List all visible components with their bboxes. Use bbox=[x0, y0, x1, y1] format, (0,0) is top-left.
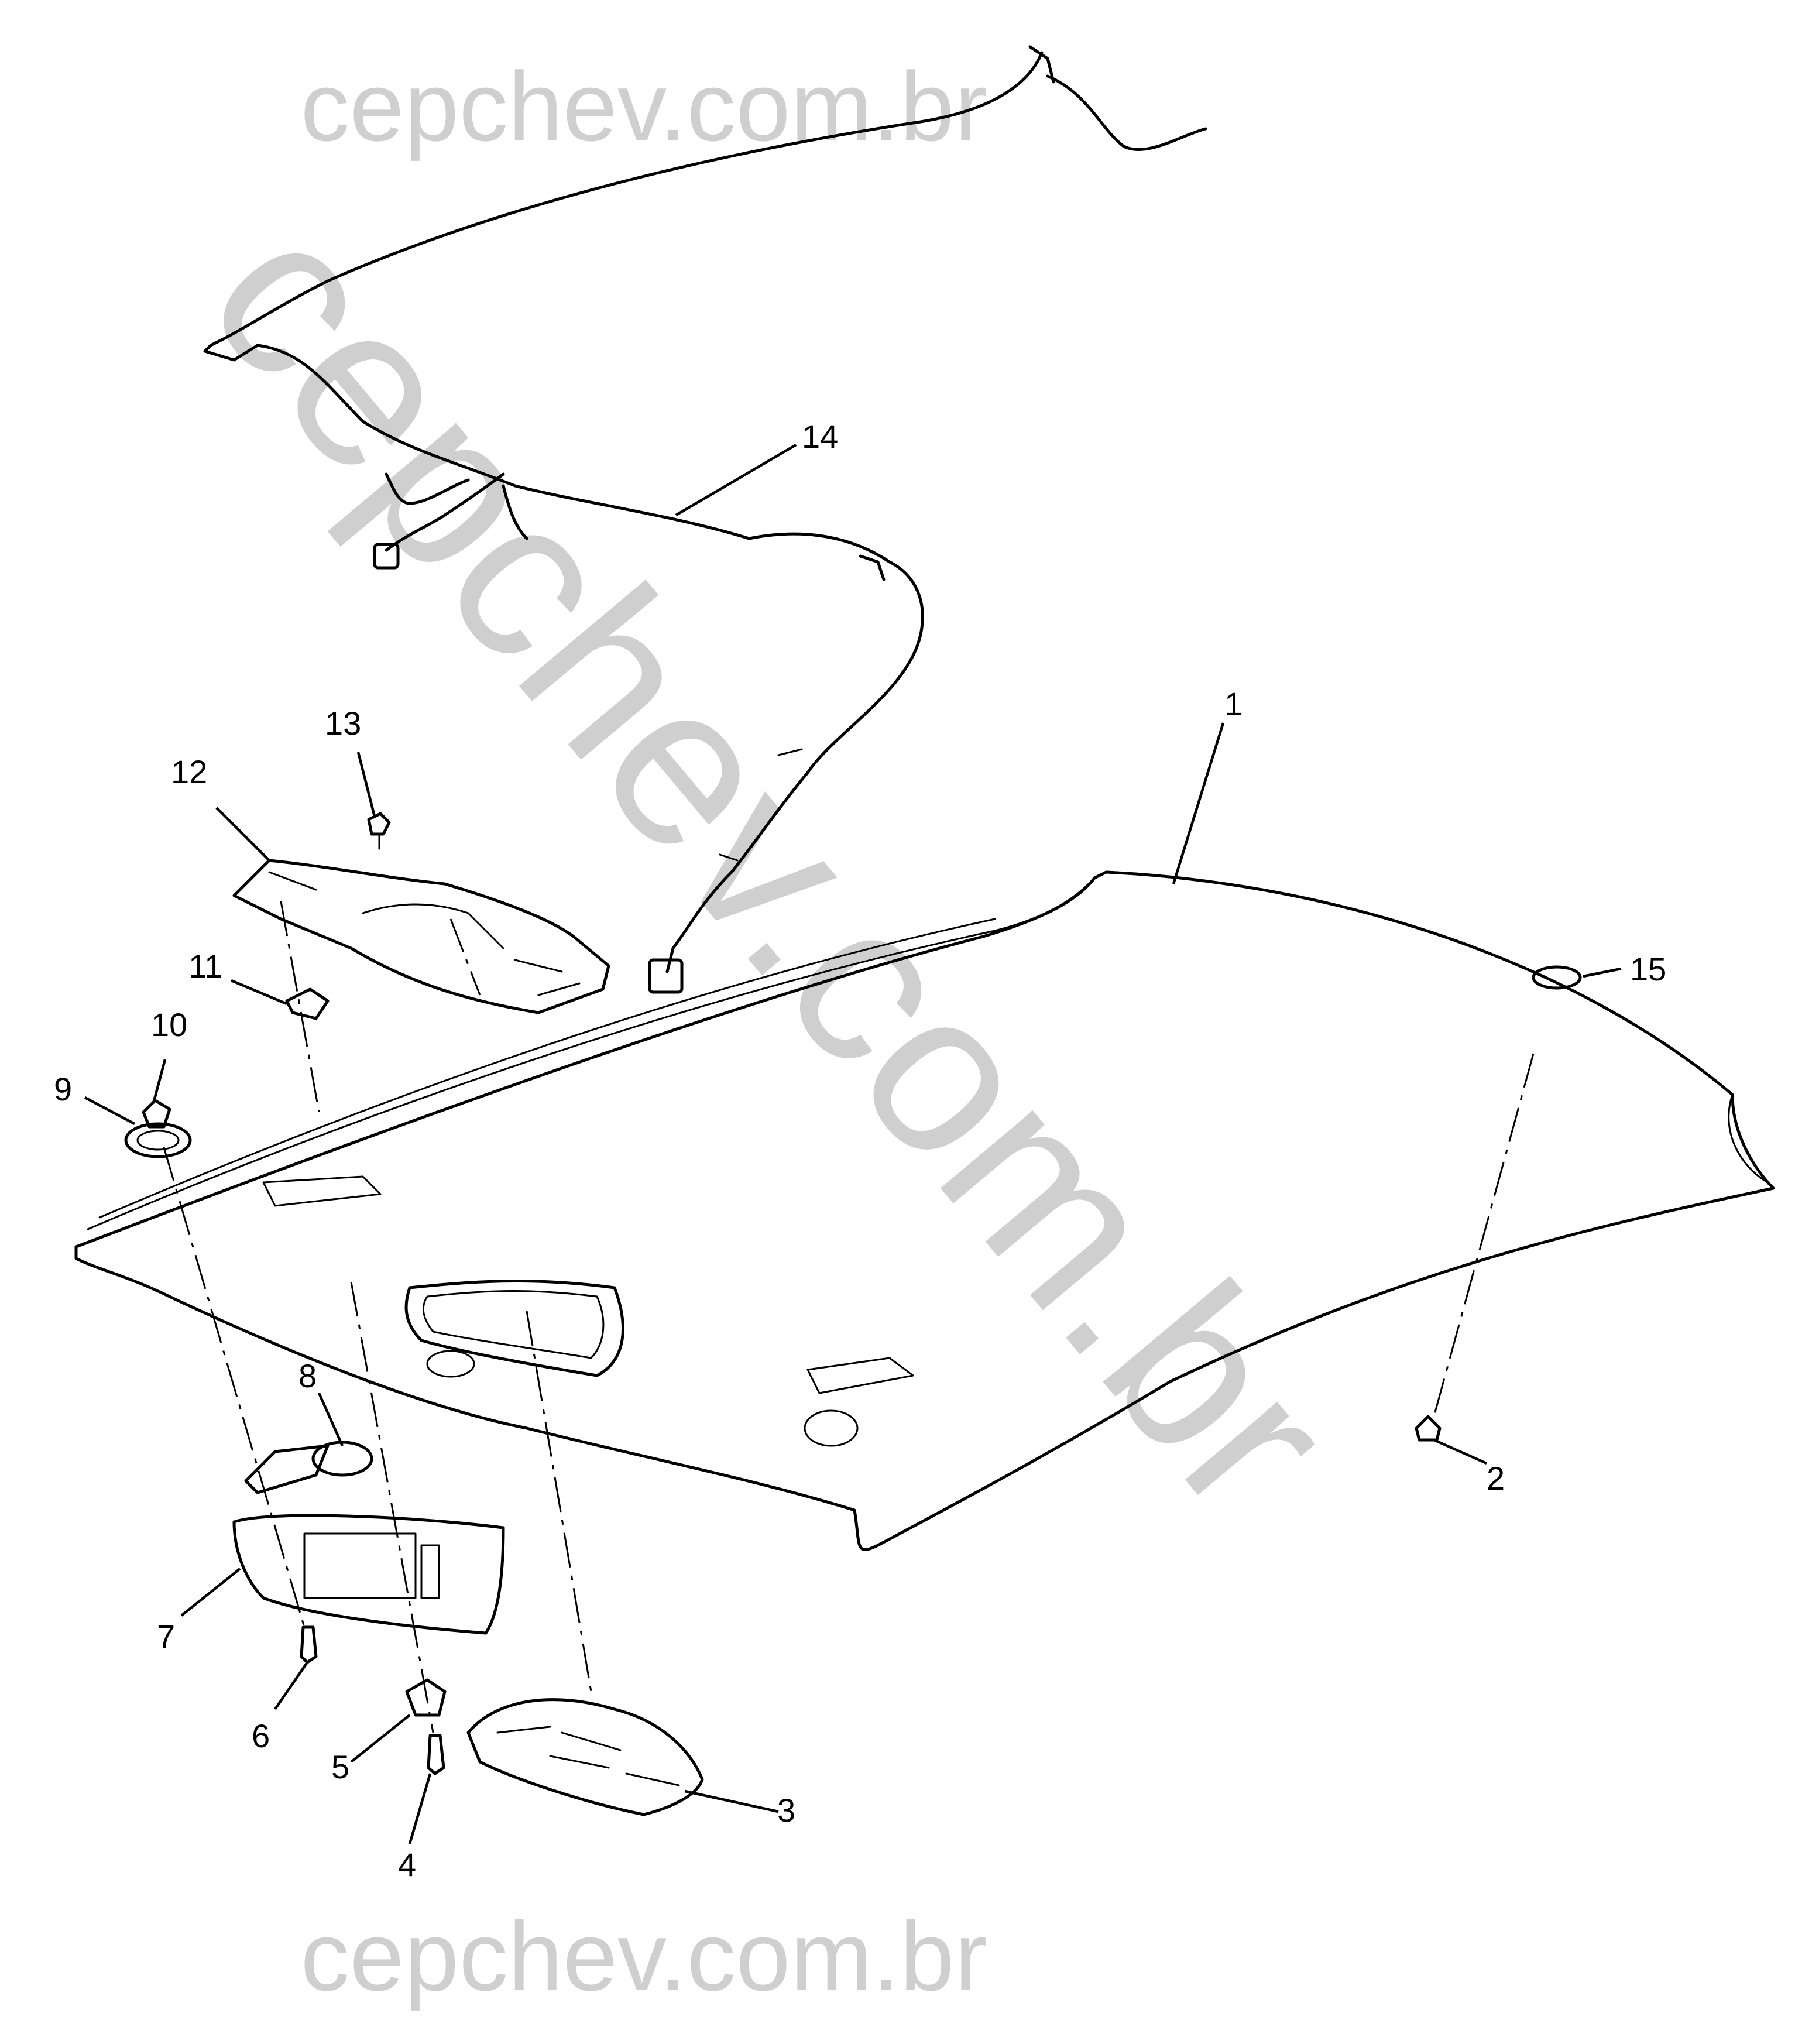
callout-4: 4 bbox=[398, 1846, 416, 1883]
callout-15: 15 bbox=[1630, 951, 1666, 987]
callout-9: 9 bbox=[54, 1071, 72, 1107]
assembly-lines bbox=[163, 901, 1535, 1733]
callout-labels: 1 2 3 4 5 6 7 8 9 10 11 12 13 14 15 bbox=[54, 418, 1666, 1883]
callout-14: 14 bbox=[802, 418, 838, 455]
clip-11 bbox=[285, 987, 330, 1020]
callout-12: 12 bbox=[171, 753, 207, 790]
callout-11: 11 bbox=[188, 948, 222, 985]
callout-8: 8 bbox=[298, 1357, 317, 1394]
callout-5: 5 bbox=[331, 1748, 349, 1785]
cover-8 bbox=[311, 1441, 373, 1477]
sun-visor bbox=[232, 1444, 505, 1635]
leader-lines bbox=[84, 444, 1622, 1844]
fastener-2 bbox=[1415, 1415, 1442, 1442]
screw-6 bbox=[300, 1625, 318, 1664]
callout-10: 10 bbox=[151, 1006, 187, 1043]
callout-2: 2 bbox=[1487, 1460, 1505, 1497]
watermark-diagonal: cepchev.com.br bbox=[161, 172, 1382, 1558]
watermark-bottom: cepchev.com.br bbox=[300, 1901, 987, 2011]
callout-7: 7 bbox=[157, 1618, 175, 1655]
retainer-9 bbox=[124, 1122, 192, 1158]
screw-4 bbox=[427, 1734, 445, 1775]
callout-13: 13 bbox=[325, 705, 361, 742]
callout-1: 1 bbox=[1224, 685, 1243, 722]
callout-6: 6 bbox=[252, 1717, 270, 1754]
watermark-top: cepchev.com.br bbox=[300, 52, 987, 162]
overhead-console bbox=[466, 1698, 704, 1816]
headliner-panel bbox=[74, 870, 1775, 1551]
grommet-15 bbox=[1532, 965, 1582, 990]
fastener-13 bbox=[367, 812, 391, 850]
roof-wiring-harness bbox=[203, 45, 1207, 994]
roof-console-bracket bbox=[232, 859, 610, 1014]
callout-3: 3 bbox=[777, 1792, 795, 1829]
bracket-5 bbox=[405, 1678, 447, 1717]
